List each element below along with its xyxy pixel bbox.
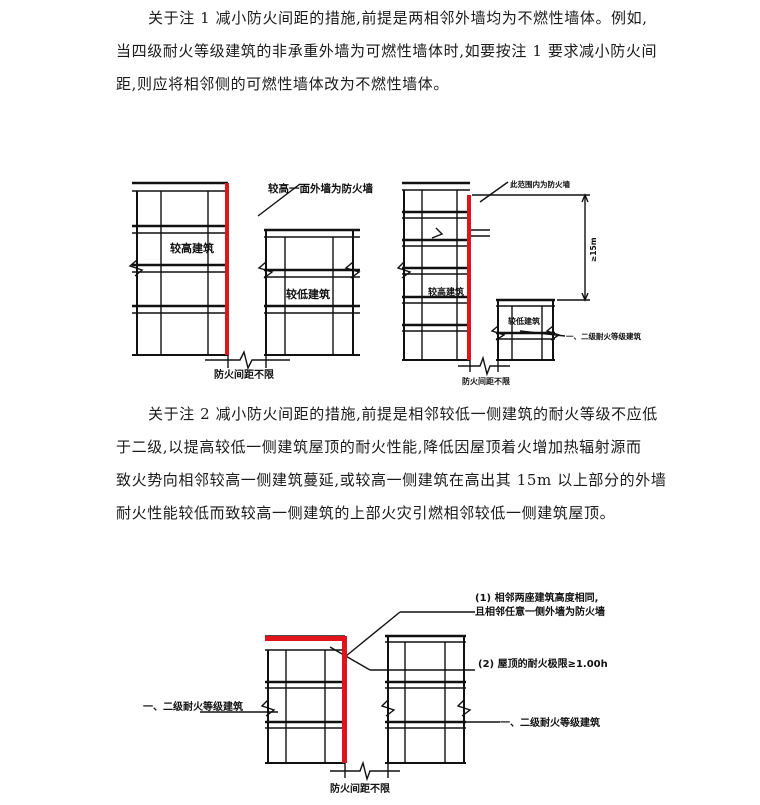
paragraph-line: 当四级耐火等级建筑的非承重外墙为可燃性墙体时,如要按注 1 要求减小防火间 bbox=[116, 42, 658, 60]
paragraph-line: 于二级,以提高较低一侧建筑屋顶的耐火性能,降低因屋顶着火增加热辐射源而 bbox=[116, 438, 642, 456]
label-left-rating: 一、二级耐火等级建筑 bbox=[143, 700, 243, 713]
paragraph-line: 致火势向相邻较高一侧建筑蔓延,或较高一侧建筑在高出其 15m 以上部分的外墙 bbox=[116, 471, 667, 489]
label-tall-building-left: 较高建筑 bbox=[170, 241, 214, 255]
tall-building-left bbox=[128, 181, 228, 356]
label-low-building-right: 较低建筑 bbox=[508, 316, 540, 326]
label-gap: 防火间距不限 bbox=[330, 782, 391, 795]
left-building bbox=[260, 635, 345, 764]
firewall bbox=[342, 636, 347, 763]
paragraph-line: 距,则应将相邻侧的可燃性墙体改为不燃性墙体。 bbox=[116, 75, 449, 93]
note1-line2: 且相邻任意一侧外墙为防火墙 bbox=[475, 605, 605, 618]
paragraph-note1: 关于注 1 减小防火间距的措施,前提是两相邻外墙均为不燃性墙体。例如, 当四级耐… bbox=[0, 2, 760, 101]
low-building-left bbox=[257, 228, 361, 356]
paragraph-line: 耐火性能较低而致较高一侧建筑的上部火灾引燃相邻较低一侧建筑屋顶。 bbox=[116, 504, 616, 522]
paragraph-note2: 关于注 2 减小防火间距的措施,前提是相邻较低一侧建筑的耐火等级不应低 于二级,… bbox=[0, 398, 760, 530]
firewall-right bbox=[467, 195, 471, 360]
gap-dimension-right bbox=[458, 355, 510, 377]
low-building-right bbox=[490, 298, 561, 361]
note2: (2) 屋顶的耐火极限≥1.00h bbox=[478, 657, 608, 670]
label-top-wall-right: 此范围内为防火墙 bbox=[510, 179, 570, 189]
firewall-left bbox=[225, 183, 229, 355]
label-low-building-left: 较低建筑 bbox=[286, 287, 330, 301]
label-right-rating: 一、二级耐火等级建筑 bbox=[500, 716, 600, 729]
label-tall-building-right: 较高建筑 bbox=[428, 286, 464, 298]
label-top-wall-left: 较高一面外墙为防火墙 bbox=[268, 182, 373, 195]
paragraph-line: 关于注 2 减小防火间距的措施,前提是相邻较低一侧建筑的耐火等级不应低 bbox=[148, 405, 658, 423]
label-height-right: ≥15m bbox=[589, 237, 598, 262]
gap-dimension bbox=[330, 760, 400, 782]
label-gap-left: 防火间距不限 bbox=[214, 368, 275, 381]
label-gap-right: 防火间距不限 bbox=[462, 376, 510, 386]
roof-firewall bbox=[265, 636, 345, 641]
note1-line1: (1) 相邻两座建筑高度相同, bbox=[475, 591, 598, 604]
paragraph-line: 关于注 1 减小防火间距的措施,前提是两相邻外墙均为不燃性墙体。例如, bbox=[148, 9, 648, 27]
leader-lines bbox=[200, 611, 500, 723]
height-dimension-right bbox=[472, 181, 590, 337]
label-rating-right: 一、二级耐火等级建筑 bbox=[566, 331, 641, 341]
gap-dimension-left bbox=[205, 183, 301, 371]
tall-building-right bbox=[396, 181, 490, 361]
right-building bbox=[380, 634, 472, 764]
